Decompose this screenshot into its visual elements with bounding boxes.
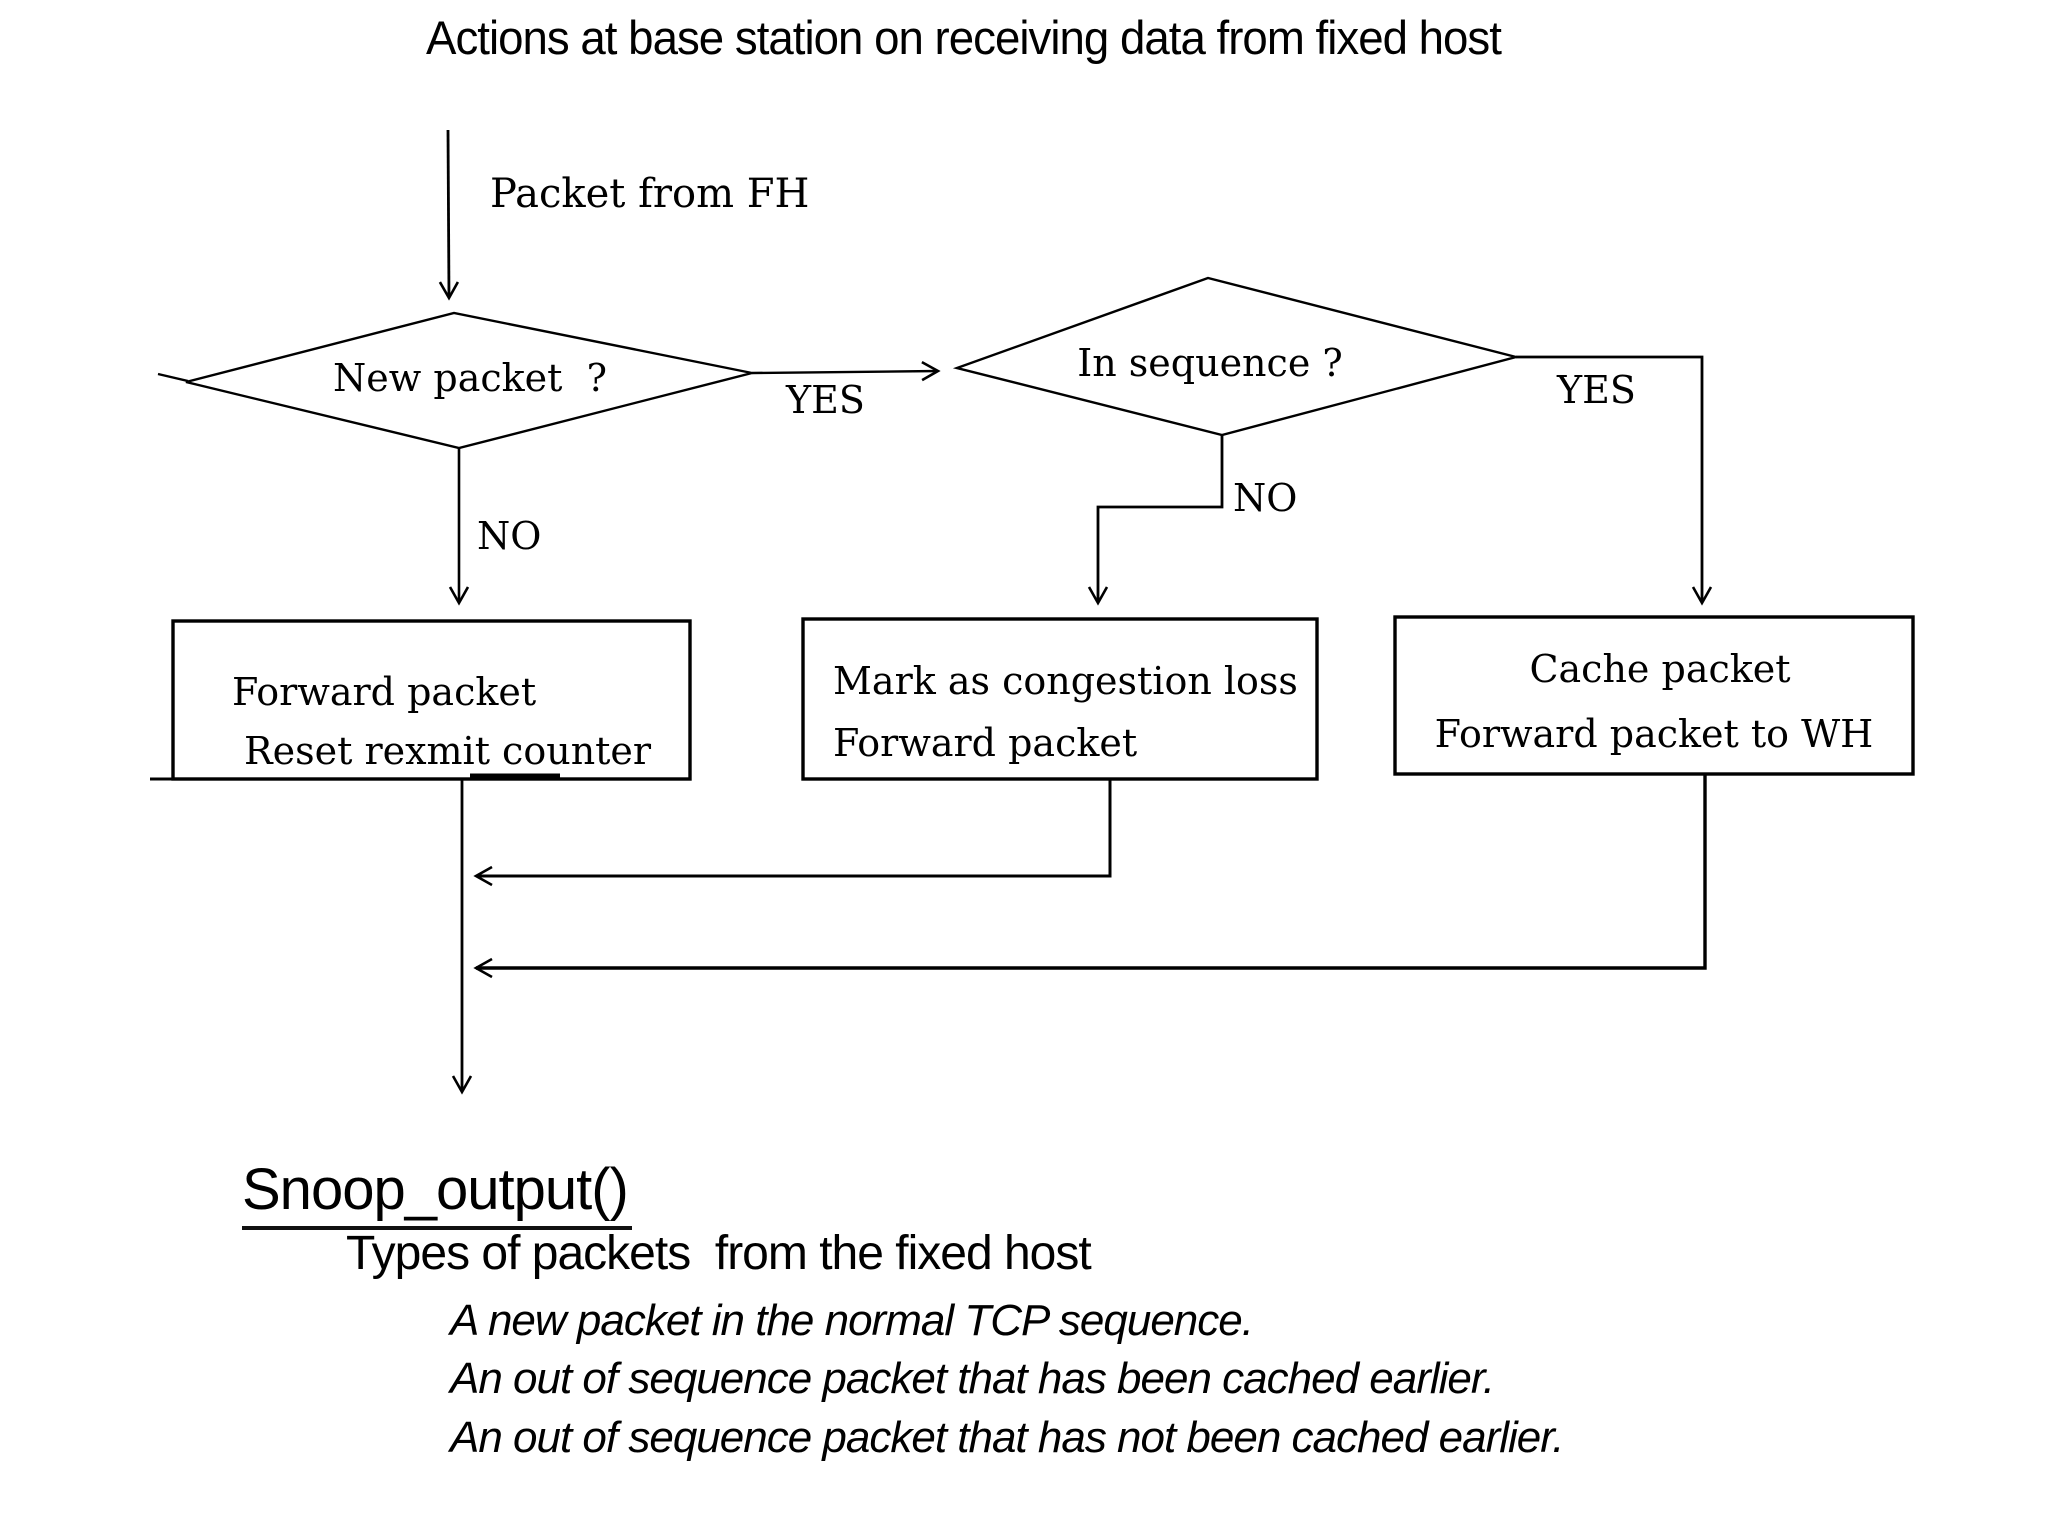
decision-new-packet-label: New packet ? bbox=[333, 356, 607, 400]
box-congestion-line2: Forward packet bbox=[833, 721, 1137, 765]
box-congestion-line1: Mark as congestion loss bbox=[833, 659, 1298, 703]
yes2-label: YES bbox=[1556, 368, 1636, 412]
merge-from-congestion bbox=[473, 779, 1112, 887]
box-forward-line2: Reset rexmit counter bbox=[244, 729, 652, 773]
packet-types-subheading: Types of packets from the fixed host bbox=[346, 1227, 1092, 1280]
packet-type-item: A new packet in the normal TCP sequence. bbox=[450, 1296, 1254, 1345]
snoop-output-heading: Snoop_output() bbox=[242, 1156, 632, 1230]
start-label: Packet from FH bbox=[490, 171, 809, 217]
box-cache bbox=[1393, 615, 1915, 776]
page-title: Actions at base station on receiving dat… bbox=[426, 11, 1502, 64]
diamond-left-tick bbox=[157, 372, 189, 383]
box-cache-line1: Cache packet bbox=[1529, 647, 1790, 691]
no1-label: NO bbox=[477, 514, 541, 558]
yes2-arrow bbox=[1516, 355, 1713, 606]
merge-from-cache bbox=[473, 774, 1707, 979]
box-congestion bbox=[801, 617, 1319, 781]
yes1-label: YES bbox=[785, 378, 865, 422]
packet-type-item: An out of sequence packet that has been … bbox=[450, 1354, 1495, 1403]
no2-arrow bbox=[1087, 435, 1224, 606]
decision-in-sequence-label: In sequence ? bbox=[1077, 341, 1343, 385]
start-arrow bbox=[438, 129, 460, 301]
box-forward bbox=[171, 619, 692, 781]
box-cache-line2: Forward packet to WH bbox=[1435, 712, 1874, 756]
packet-type-item: An out of sequence packet that has not b… bbox=[450, 1413, 1565, 1462]
box-forward-line1: Forward packet bbox=[232, 670, 536, 714]
yes1-arrow bbox=[751, 361, 941, 382]
no2-label: NO bbox=[1233, 476, 1297, 520]
